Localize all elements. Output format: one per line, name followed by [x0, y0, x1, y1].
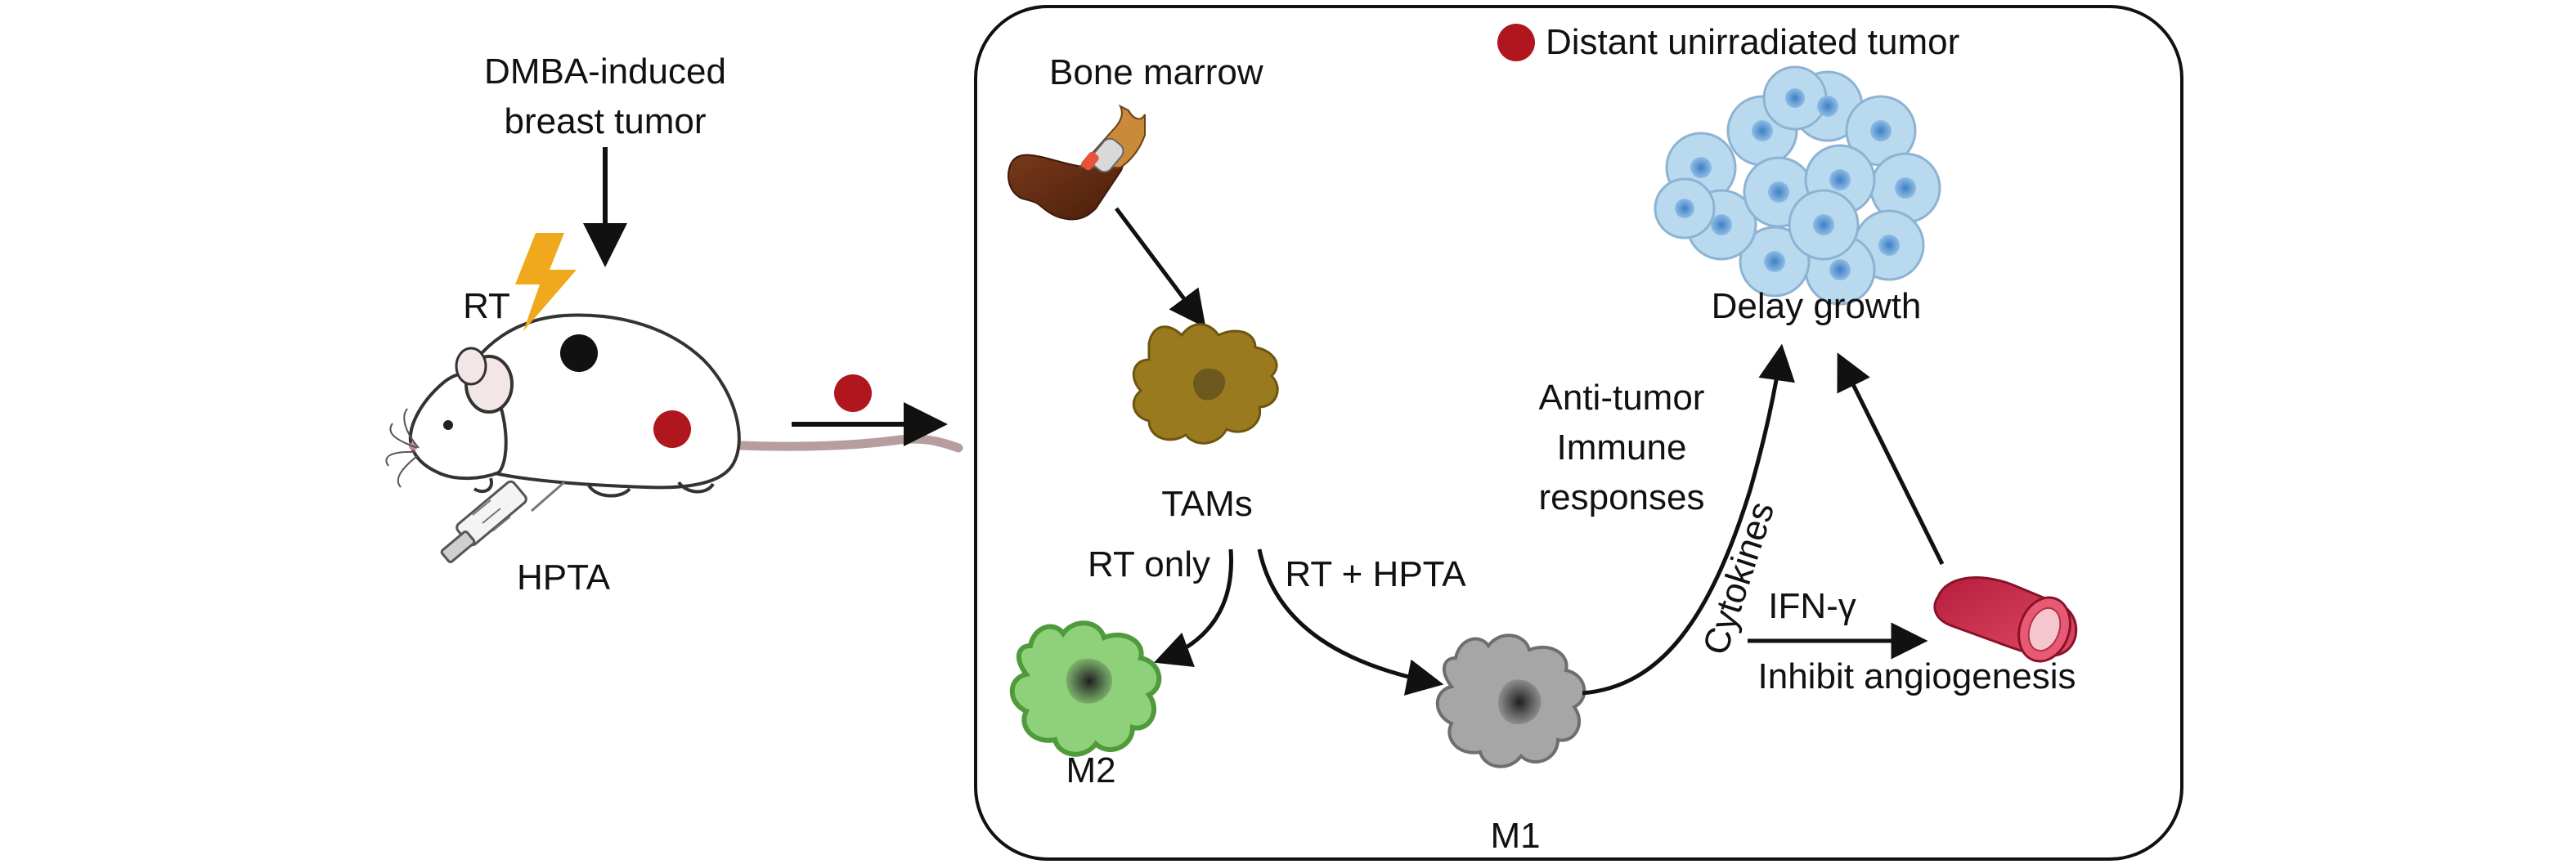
inhibit-angiogenesis-label: Inhibit angiogenesis	[1758, 656, 2076, 696]
m1-label: M1	[1490, 816, 1540, 856]
m1-macrophage-icon	[1435, 633, 1586, 768]
mechanism-panel	[974, 5, 2183, 861]
syringe-icon	[440, 480, 565, 564]
bone-marrow-label: Bone marrow	[1049, 52, 1263, 92]
tumor-cluster-icon	[1654, 65, 1941, 306]
legend-distant-tumor-dot	[1497, 24, 1535, 61]
rt-only-label: RT only	[1088, 544, 1210, 584]
tams-label: TAMs	[1161, 484, 1253, 524]
induced-tumor-line-2: breast tumor	[505, 101, 707, 141]
hpta-label: HPTA	[517, 557, 611, 598]
rt-hpta-arrow	[1257, 548, 1444, 696]
rt-only-arrow	[1153, 548, 1234, 668]
m2-macrophage-icon	[1009, 620, 1162, 757]
angiogenesis-to-delay-growth-arrow	[1837, 352, 1945, 566]
blood-vessel-icon	[1933, 576, 2078, 663]
bone-to-tams-arrow	[1115, 207, 1206, 328]
induced-tumor-line-1: DMBA-induced	[484, 51, 726, 92]
bone-icon	[1008, 104, 1146, 221]
rt-hpta-label: RT + HPTA	[1285, 554, 1466, 594]
ifn-gamma-label: IFN-γ	[1768, 586, 1856, 626]
anti-tumor-line-3: responses	[1538, 477, 1704, 517]
tams-macrophage-icon	[1132, 323, 1279, 445]
anti-tumor-line-2: Immune	[1557, 428, 1687, 468]
distant-tumor-transfer-dot	[834, 374, 872, 412]
anti-tumor-line-1: Anti-tumor	[1539, 378, 1705, 418]
tumor-induction-label: DMBA-induced breast tumor	[484, 51, 726, 141]
m2-label: M2	[1066, 750, 1115, 790]
distant-tumor-dot	[653, 410, 691, 448]
delay-growth-label: Delay growth	[1712, 286, 1922, 326]
irradiated-tumor-dot	[560, 334, 598, 372]
lightning-icon	[515, 233, 577, 331]
rt-label: RT	[463, 286, 510, 326]
mouse-icon	[385, 313, 963, 498]
legend-distant-tumor-label: Distant unirradiated tumor	[1546, 22, 1959, 62]
cytokines-label: Cytokines	[1695, 497, 1782, 660]
m1-to-delay-growth-arrow	[1582, 343, 1795, 696]
